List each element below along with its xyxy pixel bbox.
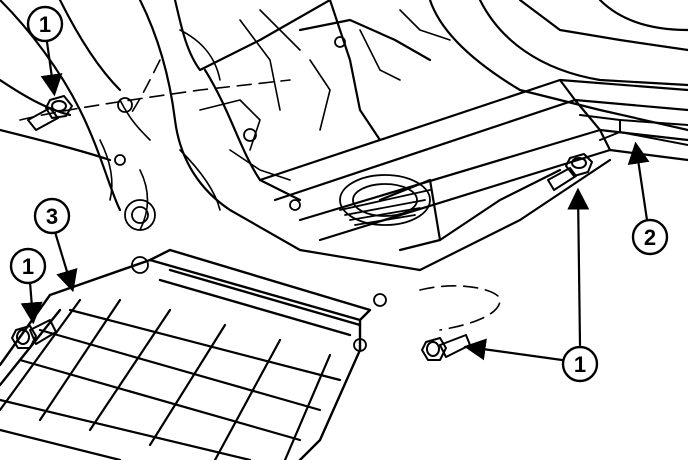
callout-1-top-left: 1 [26, 5, 64, 43]
callout-label: 2 [644, 225, 656, 250]
pan-bolt-top-left [27, 95, 73, 131]
leader-lines [20, 40, 650, 362]
case-flange [579, 114, 688, 146]
callout-label: 1 [574, 352, 586, 377]
callout-label: 1 [39, 12, 51, 37]
hidden-lines [19, 59, 501, 331]
callout-1-left: 1 [9, 247, 47, 285]
case-bolt-bosses [114, 36, 387, 352]
callout-3: 3 [33, 197, 71, 235]
pan-bolt-right-upper [547, 153, 593, 191]
casting-ribs [99, 9, 451, 231]
oil-pan [0, 248, 372, 460]
callout-label: 1 [22, 254, 34, 279]
callout-label: 3 [46, 204, 58, 229]
callout-1-right-upper: 1 [561, 345, 599, 383]
oil-pan-filter-grid [0, 298, 342, 460]
pan-bolt-left [11, 319, 57, 349]
callout-2: 2 [631, 218, 669, 256]
crossmember [258, 78, 688, 272]
converter-housing-detail [339, 174, 431, 226]
transmission-housing [0, 0, 688, 272]
pan-bolt-bottom [421, 334, 471, 361]
